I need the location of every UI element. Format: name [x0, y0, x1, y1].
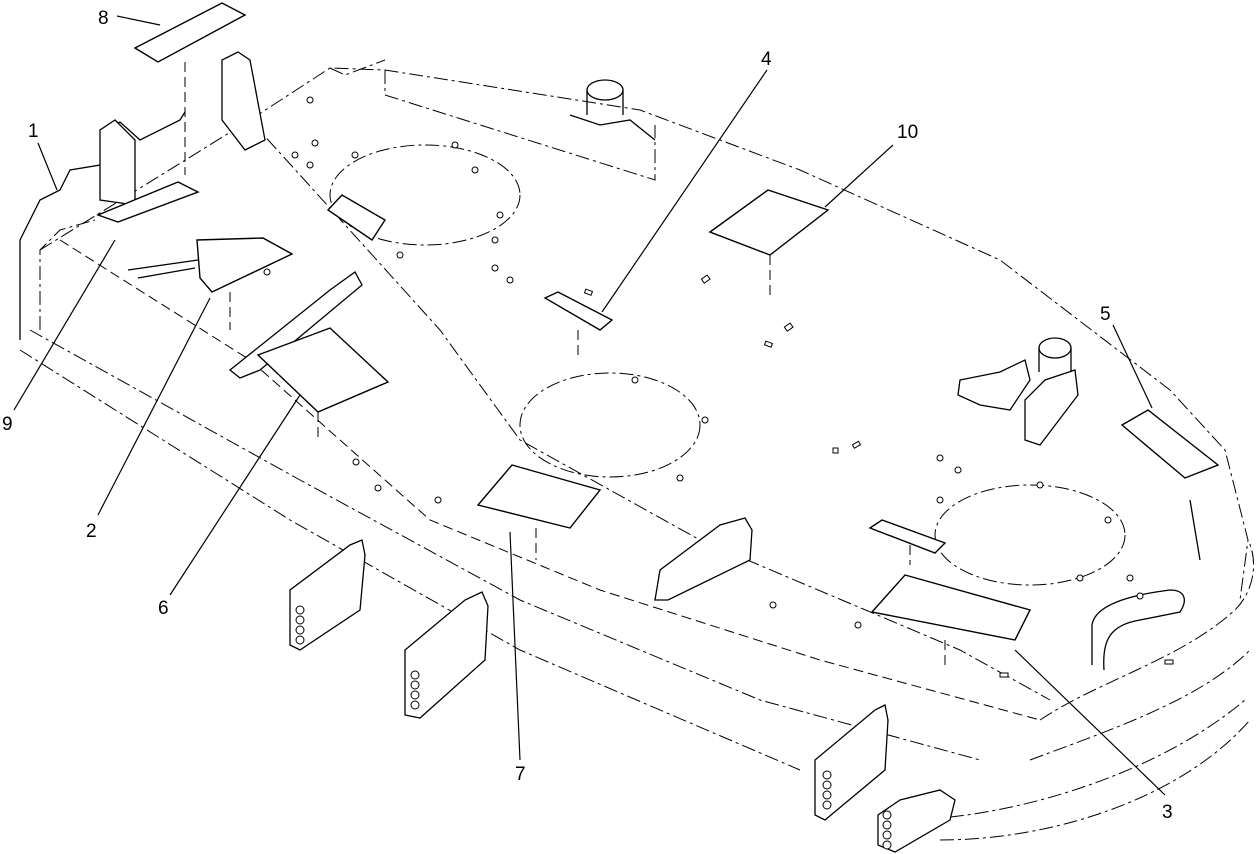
decal-6: [256, 327, 390, 413]
decal-4: [543, 291, 614, 331]
blade-opening-right: [934, 484, 1126, 586]
blade-opening-center: [519, 372, 701, 478]
callout-3: 3: [1162, 802, 1173, 823]
leader-3: [1014, 649, 1166, 796]
callout-5: 5: [1100, 304, 1111, 325]
blade-opening-left: [329, 144, 521, 246]
gauge-bracket-1: [289, 539, 366, 651]
decal-spindle-right: [868, 519, 947, 554]
callout-8: 8: [98, 8, 109, 29]
callout-10: 10: [897, 122, 918, 143]
leader-8: [116, 15, 161, 26]
brackets: [99, 51, 1185, 853]
decal-3: [870, 574, 1032, 641]
leader-lines: [13, 15, 1166, 796]
leader-10: [824, 144, 894, 208]
deck-body: [19, 59, 1255, 841]
decal-9: [96, 181, 200, 223]
deck-holes: [263, 96, 1144, 629]
callout-9: 9: [2, 414, 13, 435]
bracket-holes: [295, 605, 892, 850]
leader-4: [601, 69, 768, 313]
decal-8: [133, 2, 247, 63]
leader-7: [509, 531, 521, 761]
callout-6: 6: [158, 598, 169, 619]
leader-2: [97, 297, 211, 516]
callout-1: 1: [28, 121, 39, 142]
decal-5: [1120, 409, 1220, 479]
decal-2: [196, 237, 294, 293]
decal-10: [708, 189, 830, 256]
leader-6: [169, 394, 301, 596]
decal-7: [476, 464, 602, 529]
deck-slots: [583, 274, 1174, 678]
blade-openings: [329, 144, 1126, 586]
gauge-bracket-3: [814, 704, 889, 821]
callout-4: 4: [761, 49, 772, 70]
decals: [96, 2, 1220, 665]
callouts: 8 1 9 2 6 7 4 10 5 3: [2, 8, 1173, 823]
callout-7: 7: [515, 764, 526, 785]
leader-9: [13, 239, 116, 411]
decal-spindle-left: [326, 194, 386, 241]
gauge-bracket-2: [404, 591, 489, 719]
callout-2: 2: [86, 521, 97, 542]
leader-1: [37, 142, 58, 191]
gauge-bracket-4: [877, 789, 956, 853]
leader-5: [1112, 324, 1153, 409]
